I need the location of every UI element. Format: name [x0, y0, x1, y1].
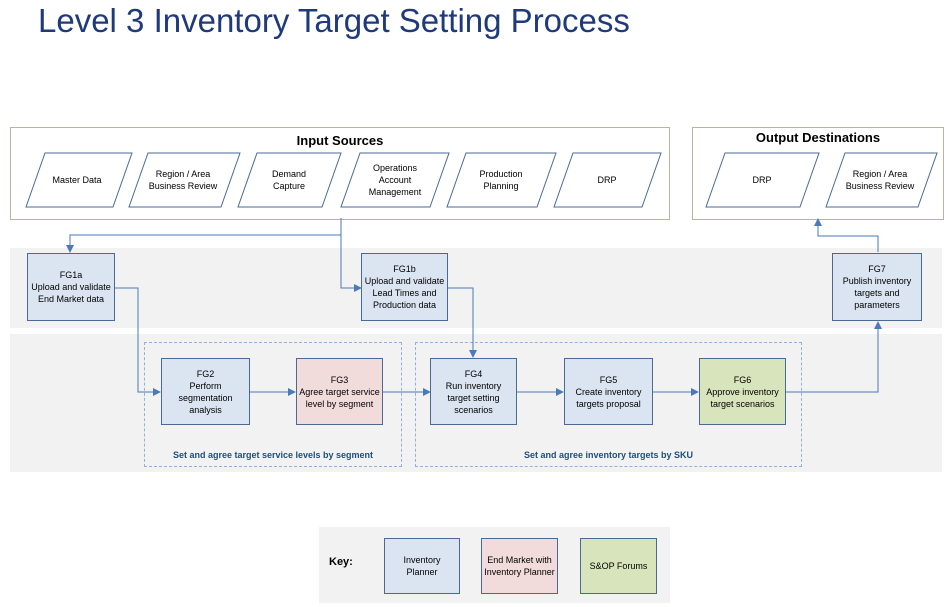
- step-fg5-id: FG5: [599, 374, 618, 385]
- step-fg1b-text: Upload and validate Lead Times and Produ…: [364, 276, 445, 310]
- step-fg7-id: FG7: [868, 264, 886, 274]
- page-title: Level 3 Inventory Target Setting Process: [38, 2, 630, 39]
- arrow-fg7-to-outputs: [814, 218, 879, 252]
- upload-band: [10, 248, 942, 328]
- legend-end-market: End Market with Inventory Planner: [481, 538, 558, 594]
- output-drp: DRP: [752, 175, 772, 185]
- step-fg3-text: Agree target service level by segment: [299, 386, 380, 409]
- input-ops-account-shape: [340, 152, 450, 208]
- input-production-planning-shape: [446, 152, 557, 208]
- input-drp: DRP: [597, 175, 617, 185]
- step-fg4-text: Run inventory target setting scenarios: [445, 380, 502, 415]
- step-fg6-id: FG6: [733, 374, 752, 385]
- legend-sop-forums: S&OP Forums: [580, 538, 657, 594]
- step-fg1a-id: FG1a: [59, 270, 83, 280]
- step-fg1a-text: Upload and validate End Market data: [31, 282, 111, 304]
- output-region-review-shape: [825, 152, 938, 208]
- output-drp-shape: [705, 152, 820, 208]
- step-fg6-text: Approve inventory target scenarios: [706, 386, 779, 409]
- input-demand-capture: Demand Capture: [271, 169, 307, 191]
- arrow-inputs-to-fg1b: [340, 235, 362, 292]
- output-region-review: Region / Area Business Review: [845, 169, 915, 191]
- service-levels-group: Set and agree target service levels by s…: [144, 342, 402, 467]
- step-fg5-text: Create inventory targets proposal: [575, 386, 642, 409]
- legend-inventory-planner: Inventory Planner: [384, 538, 460, 594]
- input-region-review-shape: [128, 152, 241, 208]
- service-levels-group-label: Set and agree target service levels by s…: [172, 450, 374, 460]
- input-master-data: Master Data: [52, 175, 102, 185]
- output-destinations-title: Output Destinations: [755, 130, 881, 145]
- arrow-fg1b-to-fg4: [448, 287, 477, 358]
- input-master-data-shape: [25, 152, 133, 208]
- input-region-review: Region / Area Business Review: [148, 169, 218, 191]
- arrow-fg1a-to-fg2: [115, 287, 161, 396]
- input-sources-title: Input Sources: [296, 133, 384, 148]
- input-production-planning: Production Planning: [479, 169, 523, 191]
- step-fg7-text: Publish inventory targets and parameters: [842, 276, 912, 310]
- step-fg4-id: FG4: [464, 368, 483, 379]
- input-operations-account-management: Operations Account Management: [368, 163, 422, 197]
- inventory-targets-group: Set and agree inventory targets by SKU: [415, 342, 802, 467]
- input-drp-shape: [553, 152, 662, 208]
- input-demand-capture-shape: [237, 152, 342, 208]
- step-fg3-id: FG3: [330, 374, 349, 385]
- inventory-targets-group-label: Set and agree inventory targets by SKU: [523, 450, 694, 460]
- step-fg2-text: Perform segmentation analysis: [178, 380, 233, 415]
- legend-title: Key:: [329, 556, 353, 568]
- arrow-fg6-to-fg7: [786, 321, 882, 393]
- arrow-inputs-to-fg1a: [66, 218, 342, 253]
- step-fg2-id: FG2: [196, 368, 215, 379]
- step-fg1b-id: FG1b: [393, 264, 416, 274]
